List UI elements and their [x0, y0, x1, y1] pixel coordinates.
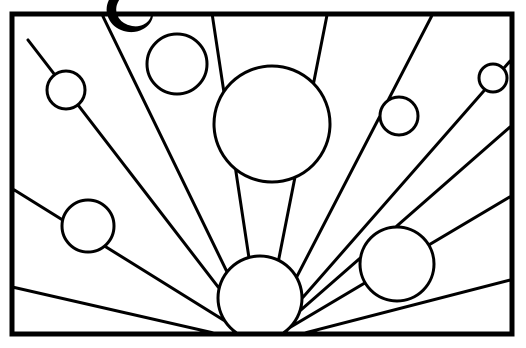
circle-bottom-center [218, 256, 302, 340]
circles-group [47, 34, 507, 340]
circle-right-small [380, 97, 418, 135]
circle-left-mid [62, 200, 114, 252]
circle-right-mid [360, 227, 434, 301]
circle-upper-left [147, 34, 207, 94]
circle-large-center [214, 66, 330, 182]
circle-left-small [47, 71, 85, 109]
circle-far-right-small [479, 64, 507, 92]
